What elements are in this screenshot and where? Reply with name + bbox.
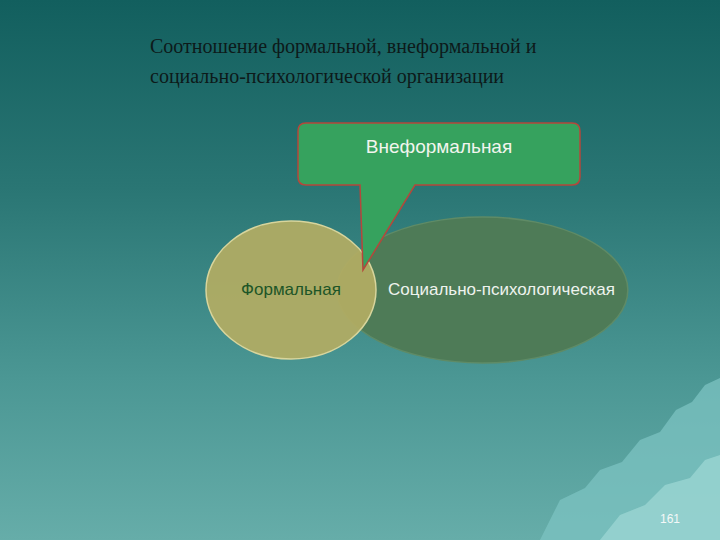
node-text: Формальная: [205, 278, 377, 302]
ellipse-node: Социально-психологическая: [336, 216, 629, 364]
ellipse-shape: [206, 221, 376, 359]
callout-box: Внеформальная: [298, 123, 580, 185]
page-number: 161: [660, 512, 680, 526]
slide-title: Соотношение формальной, внеформальной и …: [150, 31, 605, 91]
callout-shape: [298, 123, 580, 270]
mountain-shape: [540, 378, 720, 540]
node-text: Внеформальная: [298, 123, 580, 161]
node-text: Социально-психологическая: [388, 278, 619, 302]
mountain-shape: [600, 455, 720, 540]
ellipse-shape: [337, 217, 628, 363]
ellipse-node: Формальная: [205, 220, 377, 360]
